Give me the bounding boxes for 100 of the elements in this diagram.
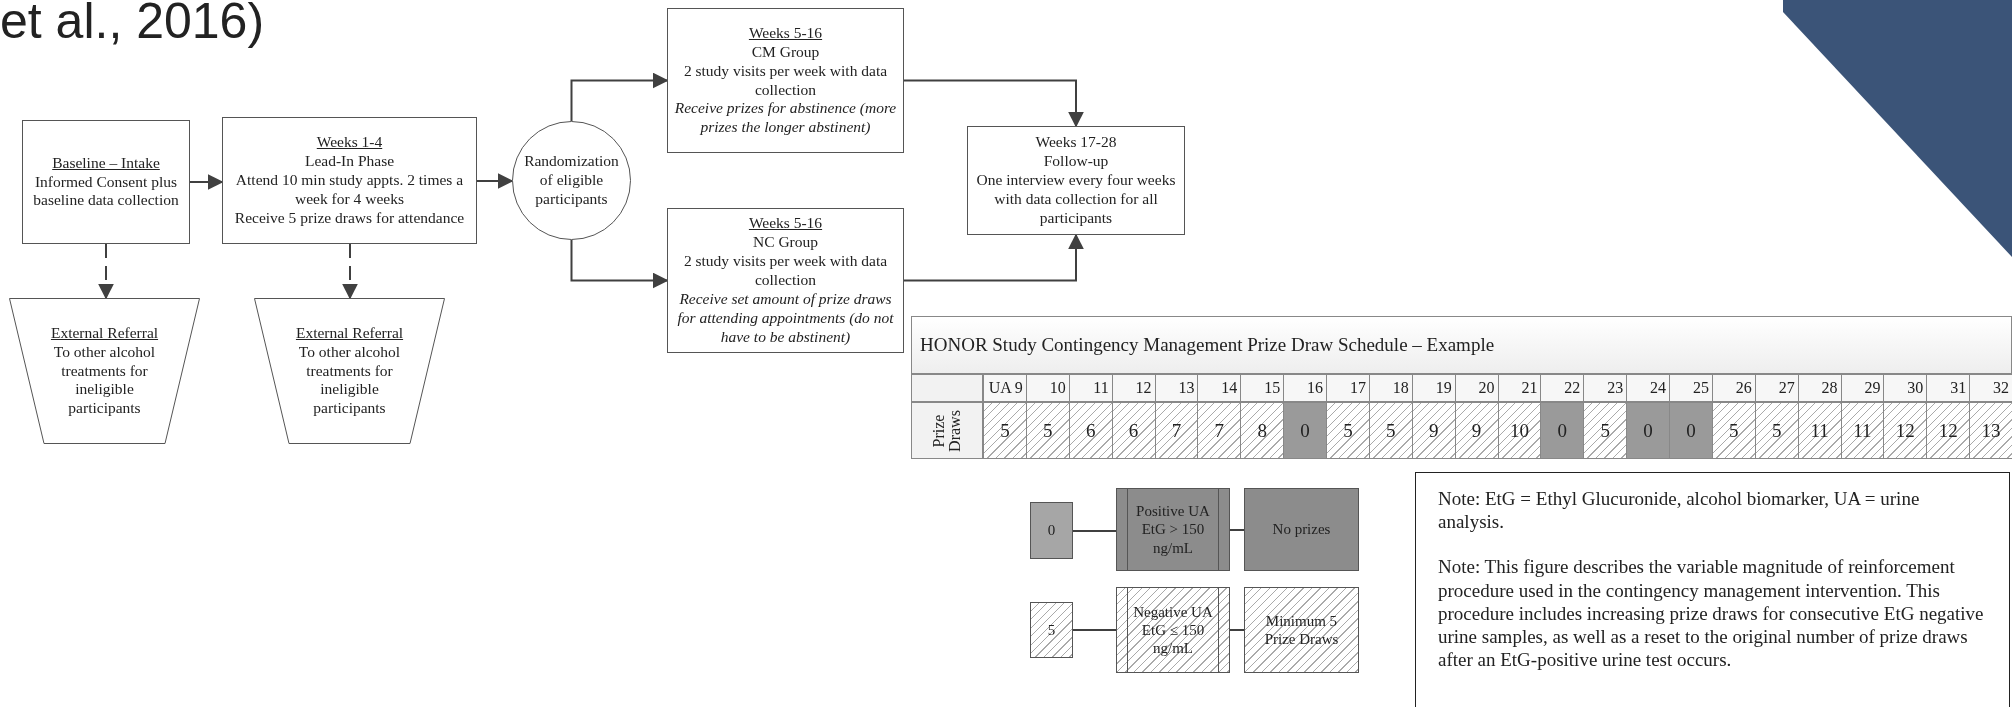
week-number: 22 — [1540, 374, 1585, 402]
arrow — [570, 239, 669, 289]
body-text: Receive set amount of prize draws for attending appointments (do not have to be abstinent) — [676, 289, 895, 347]
body-text: NC Group — [753, 233, 818, 253]
referral-trapezoid — [254, 298, 445, 444]
prize-draw-count: 6 — [1111, 402, 1156, 459]
body-text: 2 study visits per week with data collection — [682, 252, 889, 290]
week-number: 13 — [1154, 374, 1199, 402]
prize-draw-count: 7 — [1197, 402, 1242, 459]
body-text: Randomization of eligible participants — [523, 152, 620, 209]
body-text: Minimum 5 Prize Draws — [1263, 611, 1340, 649]
connector-line — [1229, 629, 1245, 631]
connector-line — [1072, 629, 1117, 631]
arrow — [570, 72, 669, 122]
week-number: 10 — [1025, 374, 1070, 402]
prize-draw-count: 5 — [983, 402, 1027, 459]
prize-draw-count: 0 — [1626, 402, 1670, 459]
row-header: Prize Draws — [931, 408, 963, 454]
week-number: 15 — [1240, 374, 1285, 402]
prize-draw-count: 5 — [1583, 402, 1628, 459]
body-text: Lead-In Phase — [304, 152, 395, 172]
body-text: 0 — [1047, 521, 1056, 540]
week-number: 29 — [1840, 374, 1885, 402]
week-number: 17 — [1326, 374, 1370, 402]
body-text: 5 — [1047, 620, 1056, 640]
prize-draw-count: 5 — [1368, 402, 1413, 459]
heading-text: Weeks 5-16 — [748, 23, 823, 43]
heading-text: External Referral — [50, 323, 159, 343]
arrow — [476, 173, 514, 189]
body-text: To other alcohol treatments for ineligible participants — [297, 342, 402, 419]
prize-draw-count: 8 — [1240, 402, 1285, 459]
connector-line — [1072, 530, 1117, 532]
arrow — [903, 233, 1084, 282]
negative-criteria-box — [1116, 587, 1230, 673]
process-box — [222, 117, 477, 244]
table-title: HONOR Study Contingency Management Prize Draw Schedule – Example — [911, 316, 2012, 374]
process-box — [667, 208, 904, 353]
body-text: Follow-up — [1043, 152, 1109, 172]
outcome-box — [1244, 587, 1359, 673]
heading-text: et al., 2016) — [0, 0, 265, 49]
prize-draw-count: 10 — [1497, 402, 1542, 459]
week-number: 12 — [1111, 374, 1156, 402]
negative-sample — [1030, 602, 1073, 658]
week-number: 16 — [1283, 374, 1327, 402]
week-number: 21 — [1497, 374, 1542, 402]
body-text: CM Group — [751, 42, 820, 62]
referral-trapezoid — [9, 298, 200, 444]
prize-draw-count: 0 — [1669, 402, 1713, 459]
prize-draw-count: 12 — [1883, 402, 1928, 459]
heading-text: External Referral — [295, 323, 404, 343]
body-text: To other alcohol treatments for ineligible participants — [52, 342, 157, 419]
week-number: 19 — [1411, 374, 1456, 402]
heading-text: Weeks 5-16 — [748, 214, 823, 234]
prize-draw-count: 5 — [1326, 402, 1370, 459]
process-box — [667, 8, 904, 153]
arrow — [903, 79, 1084, 128]
prize-draw-count: 11 — [1797, 402, 1842, 459]
week-number: 11 — [1068, 374, 1113, 402]
week-number: UA 9 — [983, 374, 1027, 402]
prize-draw-count: 9 — [1411, 402, 1456, 459]
outcome-box — [1244, 488, 1359, 571]
heading-text: Baseline – Intake — [52, 153, 160, 173]
prize-draw-count: 6 — [1068, 402, 1113, 459]
week-number: 32 — [1969, 374, 2012, 402]
body-text: Attend 10 min study appts. 2 times a week for 4 weeks — [234, 171, 465, 209]
week-number: 20 — [1454, 374, 1499, 402]
week-number: 30 — [1883, 374, 1928, 402]
body-text: Negative UA EtG ≤ 150 ng/mL — [1132, 602, 1214, 658]
dashed-arrow — [342, 243, 358, 300]
heading-text: Weeks 1-4 — [316, 133, 383, 153]
note-text: Note: This figure describes the variable magnitude of reinforcement procedure used in the contingency management intervention. This procedure includes increasing prize draws for consecutive EtG negative urine samples, as well as a reset to the original number of prize draws after an EtG-positive urine test occurs. — [1438, 555, 1985, 672]
arrow — [189, 174, 224, 190]
positive-sample — [1030, 502, 1073, 559]
body-text: Receive 5 prize draws for attendance — [234, 208, 465, 228]
note-text: Note: EtG = Ethyl Glucuronide, alcohol biomarker, UA = urine analysis. — [1438, 487, 1921, 534]
body-text: No prizes — [1272, 520, 1331, 539]
process-box — [22, 120, 190, 244]
week-number: 27 — [1754, 374, 1799, 402]
week-number: 25 — [1669, 374, 1713, 402]
prize-draw-count: 13 — [1969, 402, 2012, 459]
week-number: 31 — [1926, 374, 1971, 402]
week-number: 14 — [1197, 374, 1242, 402]
week-number: 28 — [1797, 374, 1842, 402]
prize-draw-count: 0 — [1540, 402, 1585, 459]
week-number: 23 — [1583, 374, 1628, 402]
prize-draw-count: 9 — [1454, 402, 1499, 459]
week-number: 26 — [1711, 374, 1756, 402]
body-text: One interview every four weeks with data collection for all participants — [975, 171, 1177, 228]
week-number: 18 — [1368, 374, 1413, 402]
body-text: Weeks 17-28 — [1035, 133, 1117, 153]
process-box — [967, 126, 1185, 235]
body-text: Informed Consent plus baseline data collection — [32, 172, 180, 211]
positive-criteria-box — [1116, 488, 1230, 571]
body-text: Positive UA EtG > 150 ng/mL — [1135, 502, 1211, 557]
body-text: 2 study visits per week with data collection — [682, 61, 889, 100]
dashed-arrow — [98, 243, 114, 300]
prize-draw-count: 5 — [1025, 402, 1070, 459]
body-text: Receive prizes for abstinence (more prizes the longer abstinent) — [674, 99, 897, 138]
prize-draw-count: 11 — [1840, 402, 1885, 459]
prize-draw-count: 5 — [1754, 402, 1799, 459]
